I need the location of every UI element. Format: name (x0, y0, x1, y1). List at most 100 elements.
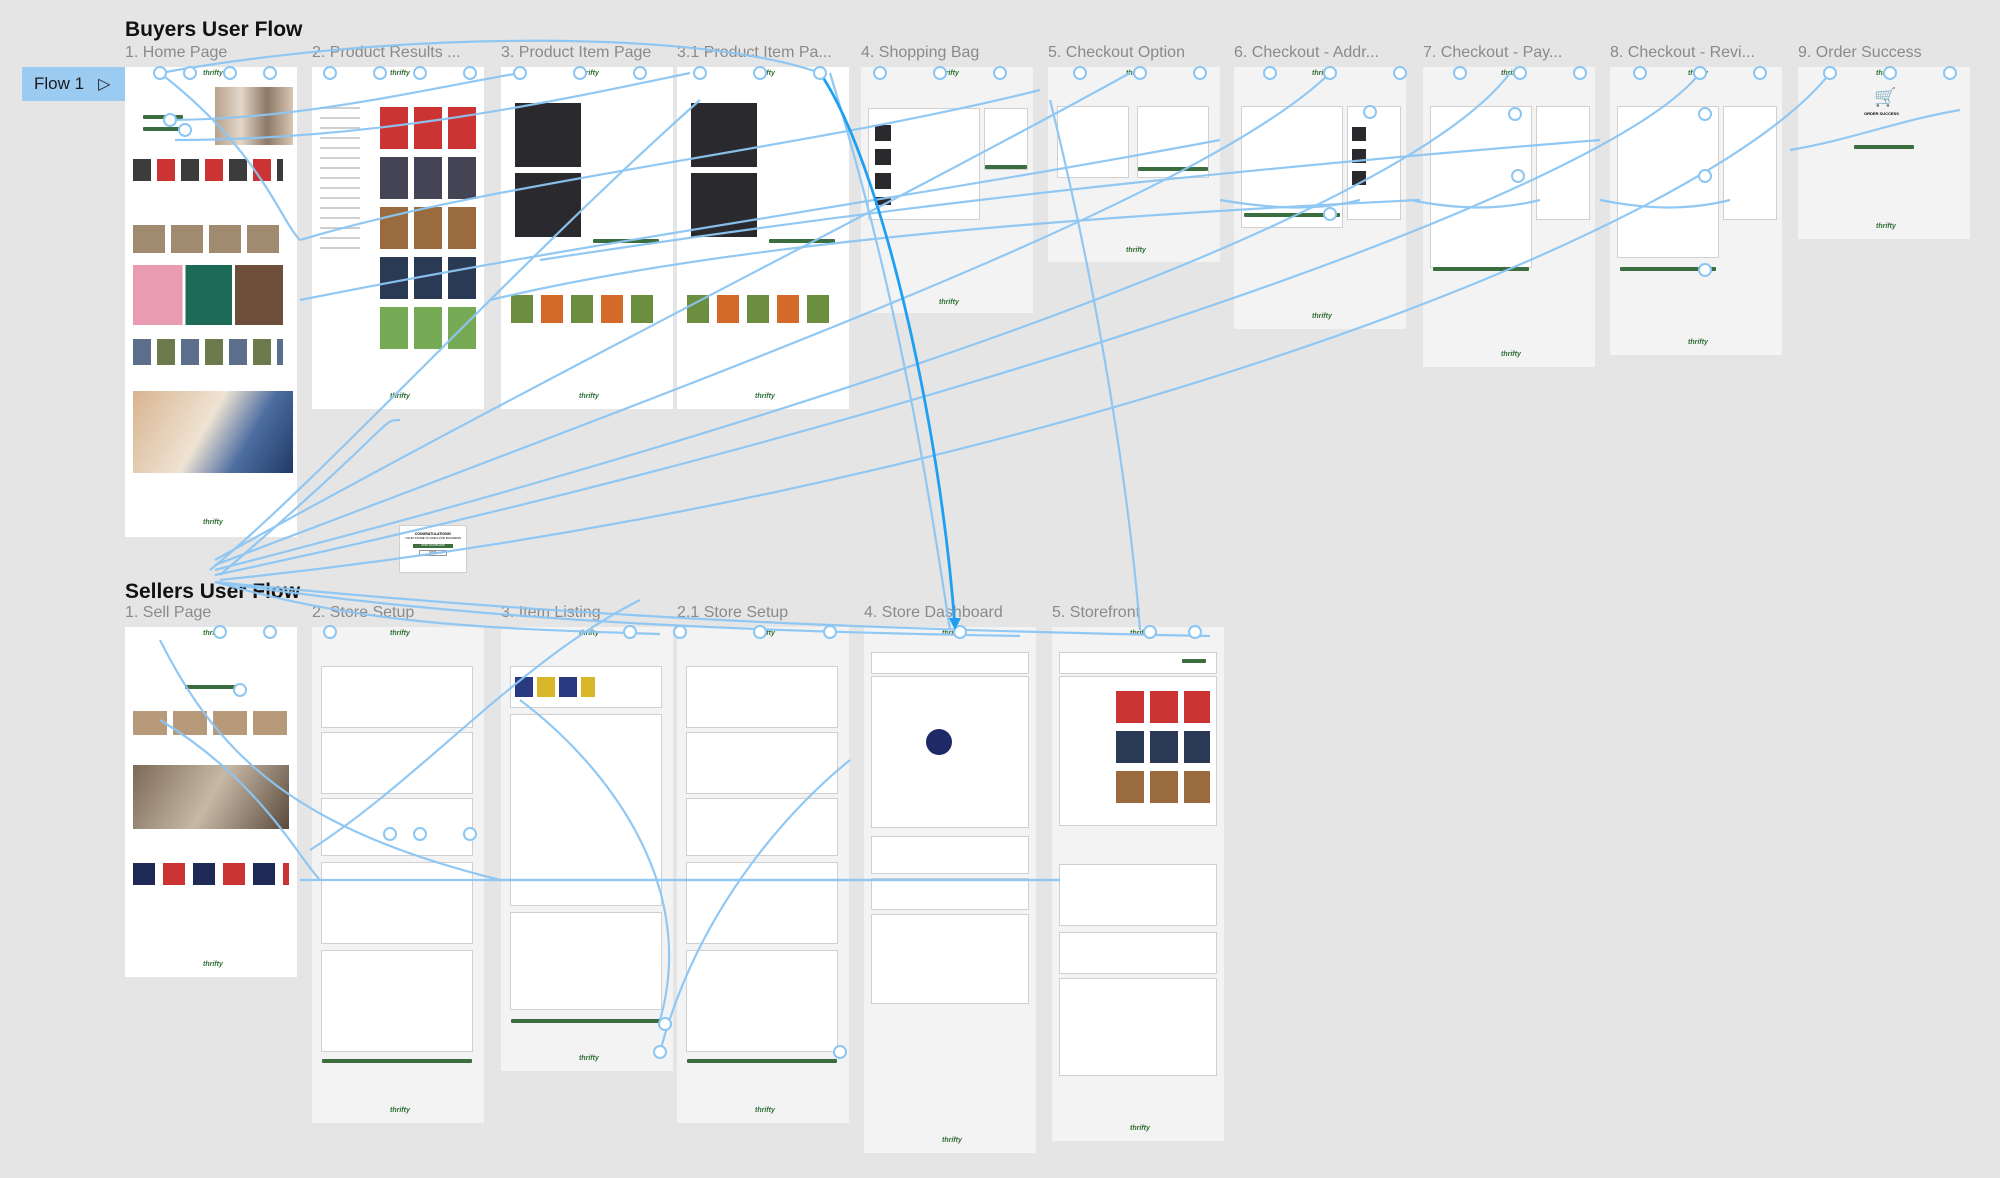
frame-label-store-setup[interactable]: 2. Store Setup (312, 604, 415, 621)
store-header-card (872, 653, 1028, 673)
store-name-card[interactable] (687, 733, 837, 793)
list-item-button[interactable] (511, 1019, 661, 1023)
continue-to-review-button[interactable] (1433, 267, 1529, 271)
frame-storefront[interactable]: thrifty thrifty (1052, 627, 1224, 1141)
frame-label-order-success[interactable]: 9. Order Success (1798, 44, 1922, 61)
frame-store-dashboard[interactable]: thrifty thrifty (864, 627, 1036, 1153)
payout-card[interactable] (687, 863, 837, 943)
add-to-bag-button[interactable] (593, 239, 659, 243)
frame-label-store-setup-alt[interactable]: 2.1 Store Setup (677, 604, 789, 621)
frame-label-checkout-payment[interactable]: 7. Checkout - Pay... (1423, 44, 1563, 61)
frame-label-item-listing[interactable]: 3. Item Listing (501, 604, 601, 621)
footer-logo: thrifty (1130, 1125, 1150, 1132)
brand-logo: thrifty (579, 630, 599, 637)
frame-checkout-address[interactable]: thrifty thrifty (1234, 67, 1406, 329)
footer-logo: thrifty (755, 1107, 775, 1114)
open-dashboard-button[interactable]: OPEN DASHBOARD (413, 544, 453, 548)
frame-item-listing[interactable]: thrifty thrifty (501, 627, 673, 1071)
hero-image (215, 87, 293, 145)
storefront-product-grid (1110, 691, 1210, 811)
footer-logo: thrifty (203, 519, 223, 526)
open-store-button[interactable] (687, 1059, 837, 1063)
store-policies-card (1060, 979, 1216, 1075)
address-form-card[interactable] (1242, 107, 1342, 227)
frame-sell-page[interactable]: thrifty thrifty (125, 627, 297, 977)
shop-now-button[interactable] (143, 115, 183, 119)
brand-logo: thrifty (579, 70, 599, 77)
open-store-button[interactable] (322, 1059, 472, 1063)
brand-logo: thrifty (390, 70, 410, 77)
order-summary-card (985, 109, 1027, 169)
filter-list (320, 107, 360, 257)
frame-label-checkout-option[interactable]: 5. Checkout Option (1048, 44, 1185, 61)
store-preferences-card[interactable] (322, 667, 472, 727)
store-preferences-card[interactable] (687, 667, 837, 727)
about-card (872, 879, 1028, 909)
frame-product-results[interactable]: thrifty thrifty (312, 67, 484, 409)
product-gallery (691, 103, 757, 243)
checkout-button[interactable] (985, 165, 1027, 169)
frame-label-home[interactable]: 1. Home Page (125, 44, 228, 61)
frame-label-sell-page[interactable]: 1. Sell Page (125, 604, 212, 621)
footer-logo: thrifty (579, 1055, 599, 1062)
footer-logo: thrifty (1126, 247, 1146, 254)
member-checkout-card[interactable] (1058, 107, 1128, 177)
frame-checkout-payment[interactable]: thrifty thrifty (1423, 67, 1595, 367)
stock-your-store-card[interactable] (322, 799, 472, 855)
footer-logo: thrifty (390, 1107, 410, 1114)
frame-label-store-dashboard[interactable]: 4. Store Dashboard (864, 604, 1003, 621)
brand-logo: thrifty (1312, 70, 1332, 77)
frame-label-product-results[interactable]: 2. Product Results ... (312, 44, 461, 61)
you-might-like-row (687, 295, 837, 323)
item-details-card[interactable] (511, 715, 661, 905)
category-grid (133, 265, 283, 325)
open-dashboard-label: OPEN DASHBOARD (421, 544, 445, 547)
bag-summary-card (1537, 107, 1589, 219)
frame-label-product-item-alt[interactable]: 3.1 Product Item Pa... (677, 44, 832, 61)
frame-store-setup[interactable]: thrifty thrifty (312, 627, 484, 1123)
footer-logo: thrifty (939, 299, 959, 306)
frame-shopping-bag[interactable]: thrifty thrifty (861, 67, 1033, 313)
brand-logo: thrifty (203, 630, 223, 637)
shop-women-button[interactable] (143, 127, 183, 131)
frame-label-checkout-review[interactable]: 8. Checkout - Revi... (1610, 44, 1755, 61)
stock-your-store-card[interactable] (687, 799, 837, 855)
frame-checkout-option[interactable]: thrifty thrifty (1048, 67, 1220, 262)
reviews-card (1060, 865, 1216, 925)
store-name-card[interactable] (322, 733, 472, 793)
footer-logo: thrifty (1876, 223, 1896, 230)
store-policies-card (872, 915, 1028, 1003)
frame-label-storefront[interactable]: 5. Storefront (1052, 604, 1141, 621)
buyers-section-title: Buyers User Flow (125, 18, 303, 41)
frame-home-page[interactable]: thrifty thrifty (125, 67, 297, 537)
frame-checkout-review[interactable]: thrifty thrifty (1610, 67, 1782, 355)
continue-button[interactable] (1138, 167, 1208, 171)
store-header-card (1060, 653, 1216, 673)
place-order-button[interactable] (1620, 267, 1716, 271)
done-label: DONE (429, 551, 437, 554)
flow-start-badge[interactable]: Flow 1 ▷ (22, 67, 126, 101)
frame-order-success[interactable]: thrifty 🛒 ORDER SUCCESS thrifty (1798, 67, 1970, 239)
payout-card[interactable] (322, 863, 472, 943)
discover-sellers-row (133, 225, 283, 253)
continue-to-payment-button[interactable] (1244, 213, 1340, 217)
add-to-bag-button[interactable] (769, 239, 835, 243)
frame-label-product-item[interactable]: 3. Product Item Page (501, 44, 652, 61)
frame-product-item[interactable]: thrifty thrifty (501, 67, 673, 409)
frame-label-checkout-address[interactable]: 6. Checkout - Addr... (1234, 44, 1379, 61)
view-order-button[interactable] (1854, 145, 1914, 149)
shipping-details-card[interactable] (511, 913, 661, 1009)
frame-label-shopping-bag[interactable]: 4. Shopping Bag (861, 44, 980, 61)
billing-address-card[interactable] (322, 951, 472, 1051)
frame-store-setup-alt[interactable]: thrifty thrifty (677, 627, 849, 1123)
billing-address-card[interactable] (687, 951, 837, 1051)
done-button[interactable]: DONE (420, 551, 446, 555)
frame-product-item-alt[interactable]: thrifty thrifty (677, 67, 849, 409)
start-selling-button[interactable] (185, 685, 235, 689)
brand-logo: thrifty (939, 70, 959, 77)
follow-button[interactable] (1182, 659, 1206, 663)
payment-form-card[interactable] (1431, 107, 1531, 267)
brand-logo: thrifty (755, 630, 775, 637)
reviews-card (872, 837, 1028, 873)
brand-logo: thrifty (1501, 70, 1521, 77)
